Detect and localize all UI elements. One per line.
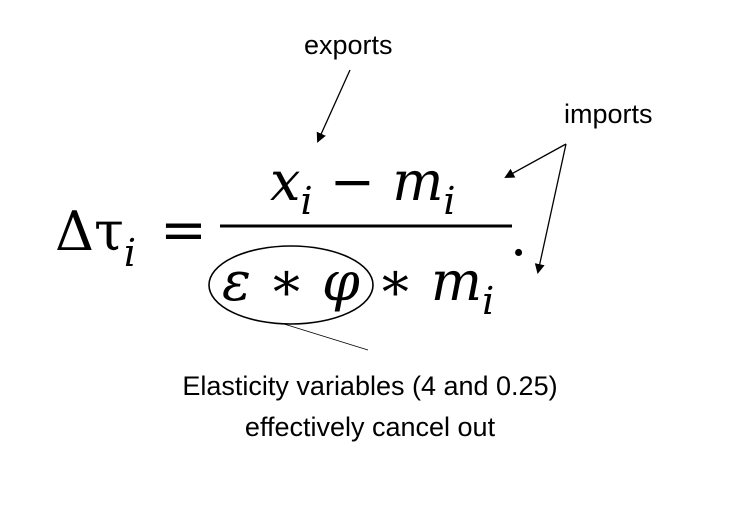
caption-connector-line: [283, 323, 369, 351]
epsilon-variable: ε: [222, 250, 251, 313]
exports-label: exports: [304, 30, 393, 60]
equation-lhs: Δτi: [55, 205, 136, 273]
imports-label: imports: [564, 99, 653, 129]
equation-period: .: [510, 205, 528, 268]
equation-numerator: xi − mi: [270, 155, 456, 221]
delta-tau-symbol: Δτ: [55, 200, 124, 263]
caption-line-2: effectively cancel out: [244, 412, 496, 442]
imports-arrow-denominator: [534, 143, 567, 274]
denominator-imports-subscript: i: [482, 279, 495, 323]
lhs-subscript: i: [123, 231, 137, 275]
multiply-operator: ∗: [250, 250, 323, 313]
imports-subscript: i: [443, 179, 456, 223]
imports-arrow-numerator: [504, 143, 567, 178]
equation-denominator: ε ∗ φ ∗ mi: [222, 255, 494, 321]
minus-sign: −: [312, 150, 393, 213]
multiply-operator: ∗: [359, 250, 431, 313]
caption-line-1: Elasticity variables (4 and 0.25): [182, 371, 558, 401]
imports-variable: m: [392, 150, 444, 213]
exports-arrow: [316, 69, 351, 143]
phi-variable: φ: [322, 250, 360, 313]
denominator-imports-variable: m: [430, 250, 483, 313]
exports-subscript: i: [300, 179, 313, 223]
elasticity-ellipse: [208, 245, 374, 325]
caption: Elasticity variables (4 and 0.25) effect…: [120, 366, 620, 448]
equals-sign: =: [160, 198, 207, 263]
exports-variable: x: [270, 150, 301, 213]
